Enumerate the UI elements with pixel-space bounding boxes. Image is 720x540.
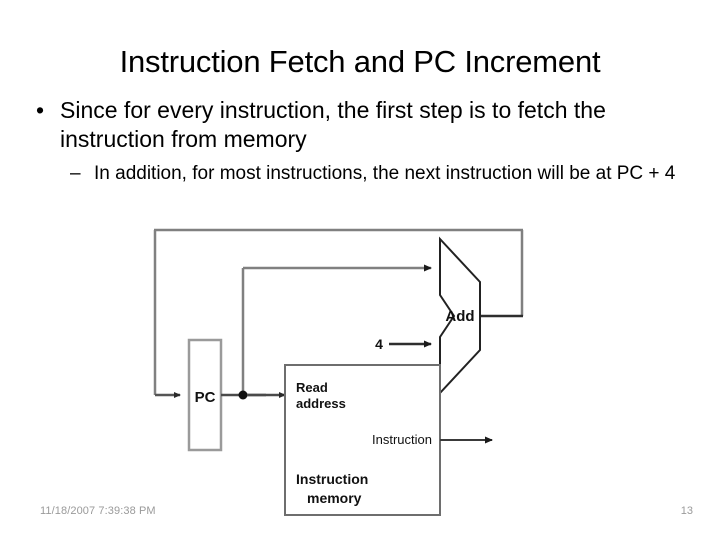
footer-slide-number: 13	[680, 505, 693, 517]
pc-feedback-wire	[153, 228, 524, 398]
add-label: Add	[445, 308, 474, 325]
pc-output-wire	[221, 264, 432, 400]
pc-register-block: PC	[187, 338, 223, 452]
footer-timestamp: 11/18/2007 7:39:38 PM	[40, 505, 156, 517]
slide-body: • Since for every instruction, the first…	[28, 96, 692, 186]
bullet-marker-icon: •	[36, 97, 45, 123]
memory-subtitle-label: memory	[307, 490, 362, 506]
dash-marker-icon: –	[70, 163, 81, 184]
constant-four-input: 4	[375, 336, 432, 352]
bullet-level-2-text: In addition, for most instructions, the …	[94, 163, 676, 184]
bullet-level-2: – In addition, for most instructions, th…	[28, 161, 692, 186]
bullet-level-1-text: Since for every instruction, the first s…	[60, 97, 606, 152]
instruction-memory-block: Read address Instruction Instruction mem…	[284, 364, 441, 516]
constant-four-label: 4	[375, 336, 383, 352]
add-alu-block: Add	[439, 236, 481, 396]
page-title: Instruction Fetch and PC Increment	[119, 44, 601, 79]
pc-label: PC	[195, 389, 216, 406]
bullet-level-1: • Since for every instruction, the first…	[28, 96, 692, 154]
instruction-port-label: Instruction	[372, 432, 432, 447]
wire-junction-dot	[238, 390, 248, 400]
instruction-fetch-datapath-figure: PC 4 Add Read address Instru	[148, 226, 548, 521]
memory-title-label: Instruction	[296, 471, 368, 487]
read-address-label-line1: Read	[296, 380, 328, 395]
read-address-label-line2: address	[296, 396, 346, 411]
